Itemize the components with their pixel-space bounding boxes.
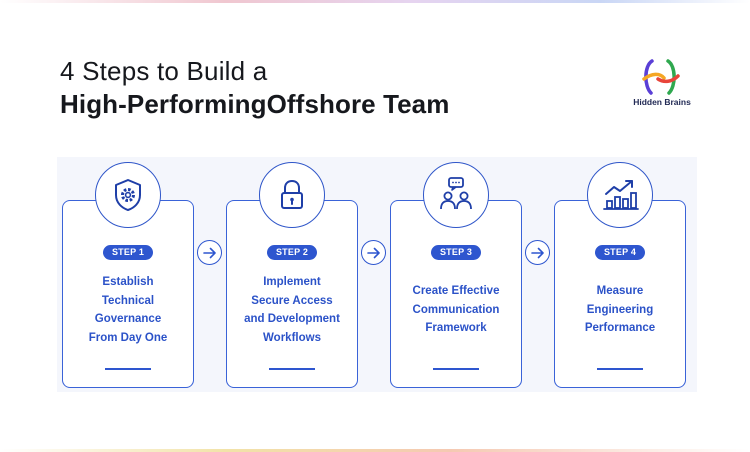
step-3-icon-circle xyxy=(423,162,489,228)
step-1-line-4: From Day One xyxy=(88,331,168,344)
step-4-line-2: Engineering xyxy=(586,303,654,316)
step-4-line-3: Performance xyxy=(584,322,656,334)
step-2-underline xyxy=(269,368,315,370)
step-4-icon-circle xyxy=(587,162,653,228)
step-1-line-3: Governance xyxy=(94,313,162,325)
step-3-badge: STEP 3 xyxy=(431,245,481,260)
step-4-badge: STEP 4 xyxy=(595,245,645,260)
hb-logo-icon xyxy=(642,59,680,95)
arrow-right-icon xyxy=(197,240,222,265)
padlock-icon xyxy=(281,179,303,209)
step-3-line-1: Create Effective xyxy=(412,285,500,297)
step-1-icon-circle xyxy=(95,162,161,228)
shield-gear-icon xyxy=(115,179,141,211)
step-2-badge: STEP 2 xyxy=(267,245,317,260)
step-2-line-4: Workflows xyxy=(263,331,321,344)
step-2-icon-circle xyxy=(259,162,325,228)
arrow-right-icon xyxy=(361,240,386,265)
step-4-underline xyxy=(597,368,643,370)
arrow-right-icon xyxy=(525,240,550,265)
step-1-badge: STEP 1 xyxy=(103,245,153,260)
step-1-line-1: Establish xyxy=(102,276,154,288)
bottom-accent-line xyxy=(0,449,750,452)
step-2-line-2: Secure Access xyxy=(251,294,333,307)
step-3-line-3: Framework xyxy=(425,322,487,334)
step-4-line-1: Measure xyxy=(596,285,644,297)
step-2-line-1: Implement xyxy=(263,276,321,288)
step-card-3 xyxy=(390,200,522,388)
step-1-line-2: Technical xyxy=(101,294,155,307)
step-1-text: Establish Technical Governance From Day … xyxy=(62,273,194,347)
step-card-4 xyxy=(554,200,686,388)
step-card-2 xyxy=(226,200,358,388)
step-4-text: Measure Engineering Performance xyxy=(554,282,686,338)
step-card-1 xyxy=(62,200,194,388)
page-title-line-2: High-PerformingOffshore Team xyxy=(60,89,450,119)
step-3-text: Create Effective Communication Framework xyxy=(390,282,522,338)
step-3-underline xyxy=(433,368,479,370)
step-2-text: Implement Secure Access and Development … xyxy=(226,273,358,347)
page-title-line-1: 4 Steps to Build a xyxy=(60,56,268,86)
step-3-line-2: Communication xyxy=(412,303,500,316)
step-2-line-3: and Development xyxy=(244,313,340,325)
people-chat-icon xyxy=(440,177,472,210)
growth-chart-icon xyxy=(603,180,639,210)
hidden-brains-logo: Hidden Brains xyxy=(626,58,696,110)
top-accent-line xyxy=(0,0,750,3)
logo-text: Hidden Brains xyxy=(633,97,691,107)
step-1-underline xyxy=(105,368,151,370)
